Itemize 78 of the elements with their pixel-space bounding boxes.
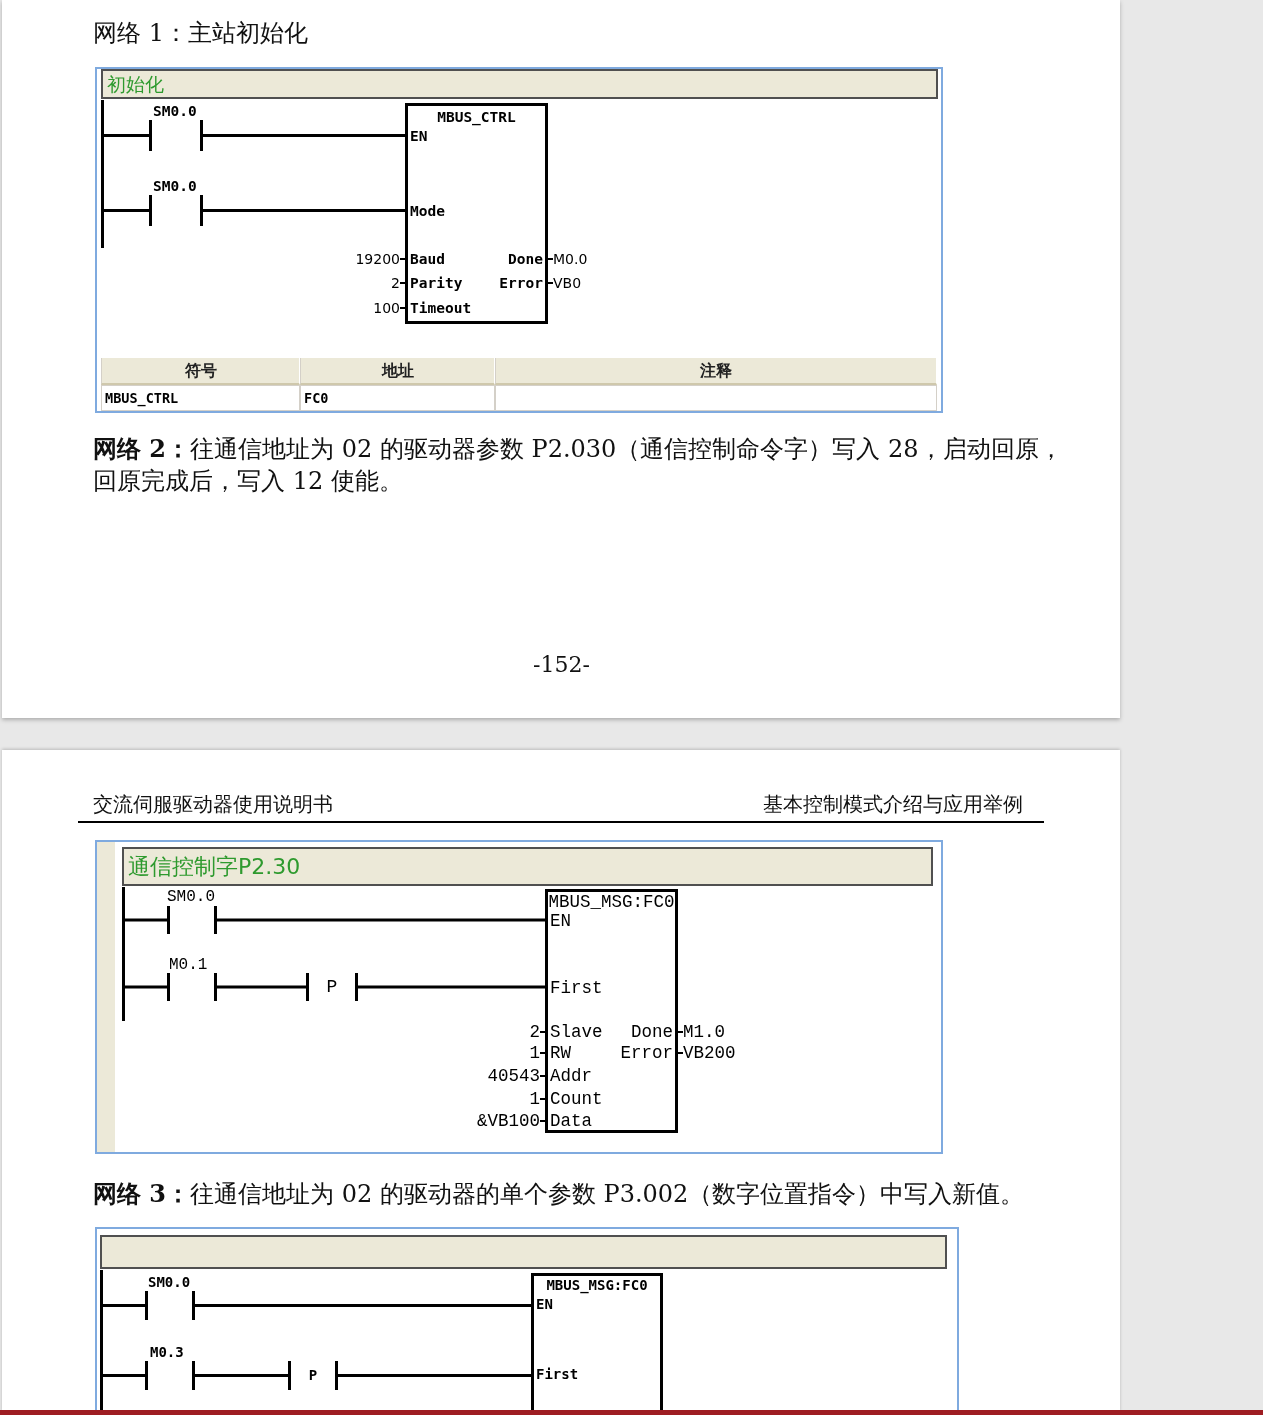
parameter-value: M1.0 <box>683 1022 725 1042</box>
pin-label: Mode <box>410 202 445 220</box>
rung-line <box>203 209 405 212</box>
function-block <box>545 889 678 1133</box>
parameter-value: 1 <box>529 1089 540 1109</box>
function-block <box>405 103 548 324</box>
pin-label: First <box>550 978 603 998</box>
pin-label: RW <box>550 1043 571 1063</box>
parameter-value: 1 <box>529 1043 540 1063</box>
rung-line <box>103 1374 145 1377</box>
transition-contact: P <box>306 973 358 1001</box>
rung-line <box>338 1374 531 1377</box>
table-header-cell: 符号 <box>101 358 300 385</box>
parameter-value: 40543 <box>487 1066 540 1086</box>
comment-bar: 通信控制字P2.30 <box>122 847 933 886</box>
rung-line <box>203 134 405 137</box>
pin-label: Error <box>620 1043 673 1063</box>
contact-label: SM0.0 <box>153 178 197 194</box>
pin-label: Error <box>499 274 543 292</box>
parameter-value: 2 <box>391 274 400 292</box>
table-header-cell: 注释 <box>495 358 937 385</box>
paragraph: 网络 2：往通信地址为 02 的驱动器参数 P2.030（通信控制命令字）写入 28，启动回原，回原完成后，写入 12 使能。 <box>93 433 1064 497</box>
pin-label: Addr <box>550 1066 592 1086</box>
pin-label: Slave <box>550 1022 603 1042</box>
rung-line <box>125 918 167 922</box>
paragraph: 网络 3：往通信地址为 02 的驱动器的单个参数 P3.002（数字位置指令）中写入新值。 <box>93 1178 1025 1210</box>
function-block <box>531 1273 663 1410</box>
parameter-value: 19200 <box>355 250 400 268</box>
table-header-cell: 地址 <box>300 358 495 385</box>
network-panel <box>95 840 943 1154</box>
parameter-value: VB200 <box>683 1043 736 1063</box>
parameter-value: &VB100 <box>477 1111 540 1131</box>
pin-label: EN <box>550 911 571 931</box>
power-rail <box>100 1270 103 1410</box>
pin-label: Data <box>550 1111 592 1131</box>
parameter-value: 100 <box>373 299 400 317</box>
contact-label: SM0.0 <box>167 889 215 905</box>
parameter-value: M0.0 <box>553 250 588 268</box>
table-cell: MBUS_CTRL <box>101 385 300 411</box>
contact-label: M0.3 <box>150 1344 184 1360</box>
rung-line <box>195 1304 531 1307</box>
pin-label: EN <box>536 1295 553 1313</box>
comment-bar: 初始化 <box>101 69 938 99</box>
pin-label: Count <box>550 1089 603 1109</box>
pin-label: Done <box>508 250 543 268</box>
contact-label: SM0.0 <box>153 103 197 119</box>
pin-label: First <box>536 1365 579 1383</box>
paragraph: -152- <box>533 651 590 679</box>
block-title: MBUS_MSG:FC0 <box>545 1276 649 1294</box>
rung-line <box>358 985 545 989</box>
rung-line <box>195 1374 288 1377</box>
block-title: MBUS_CTRL <box>436 108 517 126</box>
rung-line <box>217 918 545 922</box>
pin-label: Done <box>631 1022 673 1042</box>
pin-label: Baud <box>410 250 445 268</box>
contact-label: SM0.0 <box>148 1274 191 1290</box>
network-panel <box>95 67 943 413</box>
rung-line <box>217 985 306 989</box>
contact-label: M0.1 <box>169 957 208 973</box>
network-panel <box>95 1227 959 1410</box>
rung-line <box>104 209 149 212</box>
paragraph: 基本控制模式介绍与应用举例 <box>763 792 1023 816</box>
parameter-value: 2 <box>529 1022 540 1042</box>
power-rail <box>122 887 125 1021</box>
paragraph: 交流伺服驱动器使用说明书 <box>93 792 333 816</box>
block-title: MBUS_MSG:FC0 <box>548 892 675 912</box>
pin-label: EN <box>410 127 428 145</box>
comment-bar <box>100 1235 947 1269</box>
paragraph: 网络 1：主站初始化 <box>93 18 308 49</box>
rung-line <box>125 985 167 989</box>
pin-label: Parity <box>410 274 463 292</box>
rung-line <box>103 1304 145 1307</box>
transition-contact: P <box>288 1361 338 1390</box>
pin-label: Timeout <box>410 299 472 317</box>
table-cell: FC0 <box>300 385 495 411</box>
rung-line <box>104 134 149 137</box>
power-rail <box>101 100 104 248</box>
parameter-value: VB0 <box>553 274 582 292</box>
